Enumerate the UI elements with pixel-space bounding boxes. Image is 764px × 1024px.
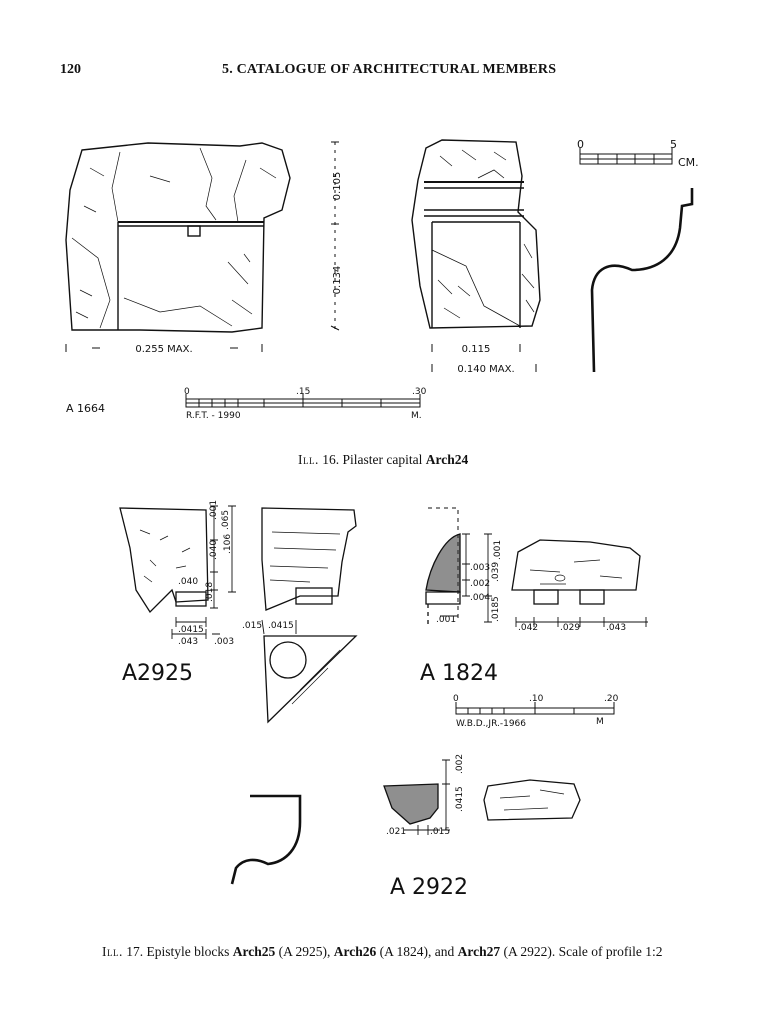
- a2922-dim-2: .0415: [455, 786, 465, 812]
- a1824-dim-5: .004: [470, 593, 490, 603]
- running-title: 5. CATALOGUE OF ARCHITECTURAL MEMBERS: [222, 62, 557, 77]
- a1824-dim-2: .039: [491, 562, 501, 582]
- a2925-dim-6: .018: [205, 582, 215, 602]
- a1824-dim-6: .0185: [491, 596, 501, 622]
- a2925-bottom-drawing: [263, 635, 358, 724]
- front-view-drawing: [65, 142, 291, 333]
- a1824-dim-9: .029: [560, 623, 580, 633]
- a2922-dim-3: .021: [386, 827, 406, 837]
- caption-17-inv3: (A 2922).: [503, 944, 556, 959]
- scale-m-mid: .15: [296, 387, 310, 397]
- scale-bar-cm: [579, 148, 673, 165]
- side-view-drawing: [411, 139, 541, 329]
- a1824-dim-1: .001: [493, 540, 503, 560]
- caption-17-inv2: (A 1824), and: [379, 944, 455, 959]
- scale-m-unit: M.: [411, 411, 422, 421]
- height-upper-label: 0.105: [332, 172, 343, 201]
- caption-17-scale-note: Scale of profile 1:2: [558, 944, 663, 959]
- a2925-dim-4: .040: [209, 540, 219, 560]
- a2925-dimensions: [171, 505, 236, 639]
- a2925-dim-11: .0415: [268, 621, 294, 631]
- illustration-17: .001 .065 .106 .040 .040 .018 .0415 .043…: [119, 500, 648, 900]
- a2925-side-drawing: [261, 507, 357, 635]
- scale-cm-zero: 0: [577, 138, 584, 151]
- caption-17-label: Ill.: [102, 944, 123, 959]
- a1824-dim-10: .043: [606, 623, 626, 633]
- caption-17-ref3: Arch27: [457, 944, 501, 959]
- caption-17-number: 17.: [126, 944, 144, 959]
- height-lower-label: 0.134: [332, 266, 343, 295]
- inventory-a2925: A2925: [122, 661, 193, 686]
- a2922-side-drawing: [483, 779, 581, 821]
- front-width-label: 0.255 MAX.: [135, 344, 192, 355]
- a1824-dim-8: .042: [518, 623, 538, 633]
- a1824-profile-drawing: [425, 507, 461, 626]
- a2925-dim-1: .001: [209, 500, 219, 520]
- caption-16-ref: Arch24: [425, 452, 469, 467]
- front-width-dimension: [65, 344, 263, 352]
- a2925-dim-8: .043: [178, 637, 198, 647]
- a2922-dim-1: .002: [455, 754, 465, 774]
- a2925-dim-2: .065: [221, 510, 231, 530]
- a1824-dim-4: .002: [470, 579, 490, 589]
- height-dimension: [330, 141, 340, 331]
- a2922-dim-4: .015: [430, 827, 450, 837]
- a1824-dim-3: .003: [470, 563, 490, 573]
- caption-17-inv1: (A 2925),: [278, 944, 331, 959]
- caption-17-ref1: Arch25: [232, 944, 276, 959]
- page-number: 120: [60, 62, 81, 77]
- a2925-dim-5: .040: [178, 577, 198, 587]
- a1824-dim-7: .001: [436, 615, 456, 625]
- caption-illustration-17: Ill. 17. Epistyle blocks Arch25 (A 2925)…: [102, 944, 662, 960]
- scale-cm-five: 5: [670, 138, 677, 151]
- caption-17-lead: Epistyle blocks: [146, 944, 230, 959]
- capital-profile: [590, 188, 694, 373]
- a1824-dimensions: [440, 533, 492, 623]
- a2925-dim-10: .015: [242, 621, 262, 631]
- a2922-profile-drawing: [383, 783, 439, 825]
- inventory-a1664: A 1664: [66, 402, 105, 415]
- side-width-dimensions: [431, 344, 537, 372]
- caption-16-label: Ill.: [298, 452, 319, 467]
- scale2-unit: M: [596, 717, 604, 727]
- a2925-profile: [230, 794, 302, 885]
- scale2-end: .20: [604, 694, 619, 704]
- a2922-dimensions: [404, 759, 450, 835]
- caption-17-ref2: Arch26: [333, 944, 377, 959]
- side-width-max-label: 0.140 MAX.: [457, 364, 514, 375]
- scale2-zero: 0: [453, 694, 459, 704]
- caption-16-text: Pilaster capital: [342, 452, 423, 467]
- side-width-inner-label: 0.115: [462, 344, 491, 355]
- inventory-a1824: A 1824: [420, 661, 498, 686]
- scale-bar-meters: [185, 394, 421, 408]
- scale-bar-a1824: [455, 702, 615, 715]
- scale2-credit: W.B.D.,JR.-1966: [456, 719, 526, 729]
- a1824-side-drawing: [511, 539, 648, 627]
- scale-credit-rft: R.F.T. - 1990: [186, 411, 241, 421]
- a2925-dim-7: .0415: [178, 625, 204, 635]
- scale-m-end: .30: [412, 387, 427, 397]
- scale2-mid: .10: [529, 694, 544, 704]
- a2925-dim-3: .106: [223, 534, 233, 554]
- scale-cm-unit: CM.: [678, 156, 699, 169]
- illustration-16: 0.105 0.134 0.255 MAX. 0.115 0.140 MAX. …: [65, 138, 699, 421]
- inventory-a2922: A 2922: [390, 875, 468, 900]
- a2925-front-drawing: [119, 507, 209, 614]
- a2925-dim-9: .003: [214, 637, 234, 647]
- caption-illustration-16: Ill. 16. Pilaster capital Arch24: [298, 452, 468, 468]
- scale-m-zero: 0: [184, 387, 190, 397]
- caption-16-number: 16.: [322, 452, 340, 467]
